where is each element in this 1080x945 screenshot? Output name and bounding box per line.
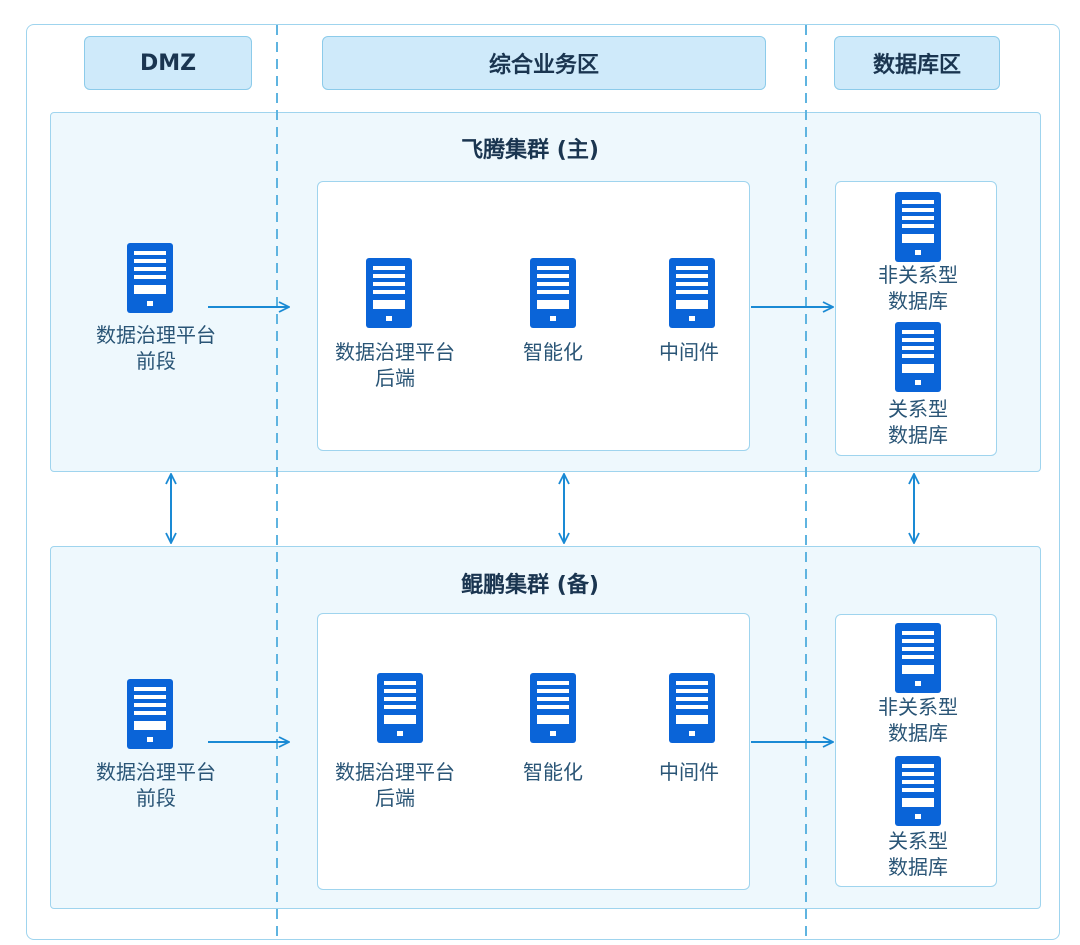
zone-header-dmz: DMZ <box>84 36 252 90</box>
server-icon <box>895 192 941 262</box>
primary-nosql-label: 非关系型数据库 <box>878 263 958 313</box>
cluster-backup-title: 鲲鹏集群 (备) <box>461 573 599 598</box>
primary-ai-label: 智能化 <box>523 340 583 364</box>
primary-backend-label: 数据治理平台后端 <box>335 340 455 390</box>
backup-sql-label: 关系型数据库 <box>888 829 948 879</box>
server-icon <box>366 258 412 328</box>
server-icon <box>895 756 941 826</box>
backup-middleware-label: 中间件 <box>659 760 719 784</box>
server-icon <box>127 679 173 749</box>
cluster-primary-title: 飞腾集群 (主) <box>461 138 599 163</box>
server-icon <box>127 243 173 313</box>
backup-business-box <box>317 613 750 890</box>
server-icon <box>377 673 423 743</box>
server-icon <box>669 258 715 328</box>
server-icon <box>895 322 941 392</box>
zone-header-database: 数据库区 <box>834 36 1000 90</box>
server-icon <box>669 673 715 743</box>
primary-sql-label: 关系型数据库 <box>888 397 948 447</box>
zone-header-business: 综合业务区 <box>322 36 766 90</box>
server-icon <box>530 258 576 328</box>
server-icon <box>895 623 941 693</box>
primary-middleware-label: 中间件 <box>659 340 719 364</box>
backup-backend-label: 数据治理平台后端 <box>335 760 455 810</box>
backup-ai-label: 智能化 <box>523 760 583 784</box>
backup-nosql-label: 非关系型数据库 <box>878 695 958 745</box>
primary-frontend-label: 数据治理平台前段 <box>96 323 216 373</box>
backup-frontend-label: 数据治理平台前段 <box>96 760 216 810</box>
server-icon <box>530 673 576 743</box>
